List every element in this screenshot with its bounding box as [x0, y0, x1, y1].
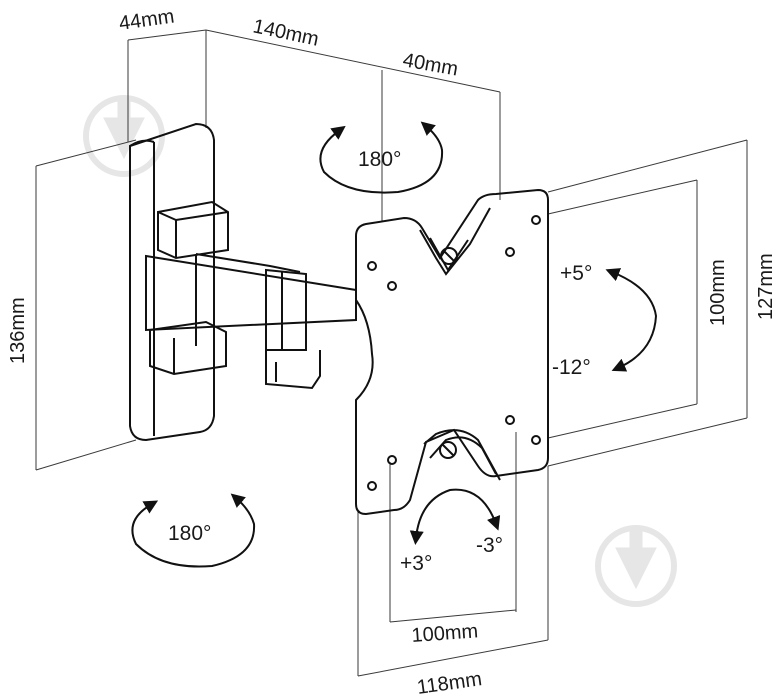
- angle-swivel-top: 180°: [358, 148, 401, 171]
- angle-tilt-down: -12°: [552, 356, 591, 379]
- dim-vesa-horizontal: 100mm: [411, 620, 479, 647]
- angle-rotate-left: +3°: [400, 552, 432, 575]
- dim-wall-plate-depth: 44mm: [118, 5, 176, 35]
- dim-head-depth: 40mm: [401, 49, 460, 80]
- dim-arm-length: 140mm: [251, 15, 321, 50]
- angle-rotate-right: -3°: [476, 534, 503, 557]
- dim-plate-width: 118mm: [416, 668, 484, 699]
- vesa-plate: [355, 188, 549, 516]
- dim-wall-plate-height: 136mm: [7, 297, 29, 364]
- dim-plate-height: 127mm: [755, 253, 777, 320]
- angle-swivel-bottom: 180°: [168, 522, 211, 545]
- watermark-logo-icon: [595, 525, 677, 607]
- angle-tilt-up: +5°: [560, 262, 592, 285]
- rotation-arrow-icon: [409, 488, 501, 545]
- rotation-arrow-icon: [131, 493, 256, 568]
- dimension-lines: [35, 29, 748, 677]
- dim-vesa-vertical: 100mm: [707, 259, 729, 326]
- swing-arm: [145, 253, 357, 390]
- watermark-logo-icon: [83, 95, 165, 177]
- rotation-arrow-icon: [605, 268, 658, 372]
- wall-plate: [129, 122, 229, 442]
- rotation-arrow-icon: [319, 121, 444, 194]
